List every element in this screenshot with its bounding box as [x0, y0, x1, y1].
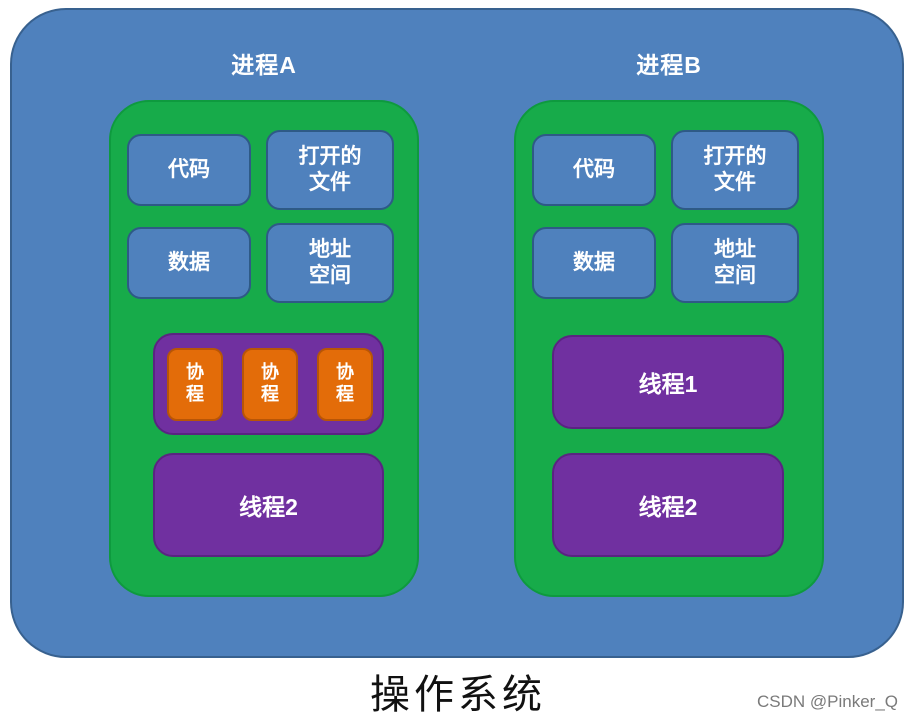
process-b-data-block: 数据: [532, 227, 656, 299]
operating-system-box: 进程A 代码 打开的 文件 数据 地址 空间 协 程 协 程 协 程 线程2 进…: [10, 8, 904, 658]
watermark-text: CSDN @Pinker_Q: [756, 692, 898, 711]
process-a-box: 代码 打开的 文件 数据 地址 空间 协 程 协 程 协 程 线程2: [109, 100, 419, 597]
process-b-box: 代码 打开的 文件 数据 地址 空间 线程1 线程2: [514, 100, 824, 597]
coroutine-box: 协 程: [167, 347, 223, 421]
process-b-code-block: 代码: [532, 134, 656, 206]
process-b-thread1-box: 线程1: [552, 335, 784, 429]
process-b-title: 进程B: [636, 52, 702, 78]
process-a-open-files-block: 打开的 文件: [266, 130, 394, 210]
process-a-address-space-block: 地址 空间: [266, 223, 394, 303]
process-a-code-block: 代码: [127, 134, 251, 206]
process-a-data-block: 数据: [127, 227, 251, 299]
process-a-thread2-box: 线程2: [153, 453, 384, 557]
process-b-thread2-box: 线程2: [552, 453, 784, 557]
coroutine-box: 协 程: [317, 347, 373, 421]
coroutine-box: 协 程: [242, 347, 298, 421]
process-b-open-files-block: 打开的 文件: [671, 130, 799, 210]
process-a-coroutine-thread-box: 协 程 协 程 协 程: [153, 333, 384, 435]
process-b-address-space-block: 地址 空间: [671, 223, 799, 303]
process-a-title: 进程A: [231, 52, 297, 78]
operating-system-label: 操作系统: [370, 672, 546, 718]
